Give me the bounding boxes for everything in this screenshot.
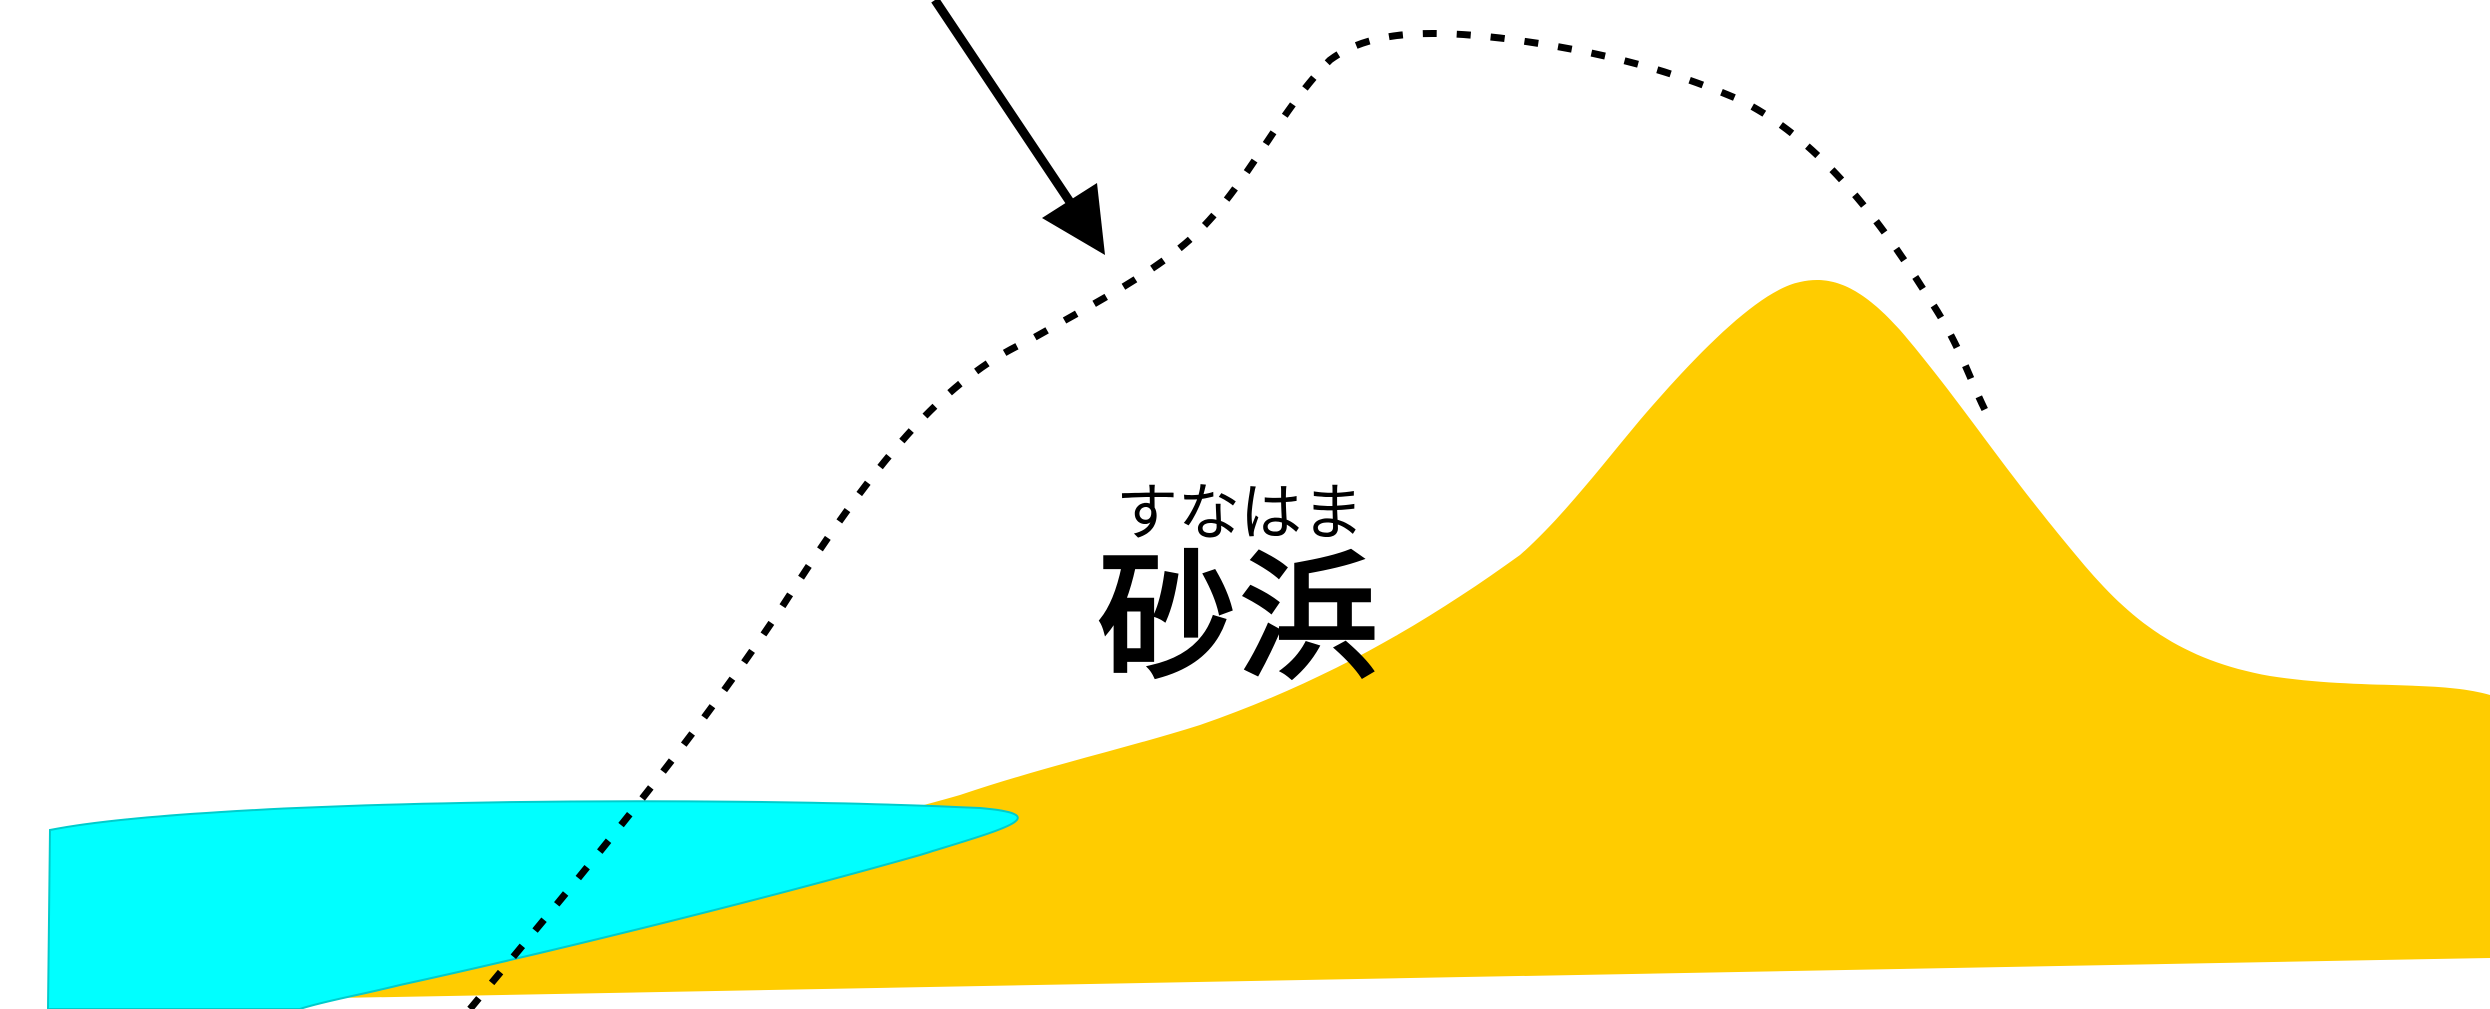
dotted-path-line [467, 29, 1989, 1009]
sand-beach-label: すなはま 砂浜 [1090, 478, 1390, 694]
furigana-label: すなはま [1115, 476, 1364, 549]
kanji-label: 砂浜 [1097, 538, 1382, 699]
arrow-pointer-icon [1042, 183, 1105, 255]
sand-dune-shape [230, 279, 2490, 1000]
arrow-shaft [931, 0, 1076, 208]
sea-water-shape [46, 800, 1019, 1009]
